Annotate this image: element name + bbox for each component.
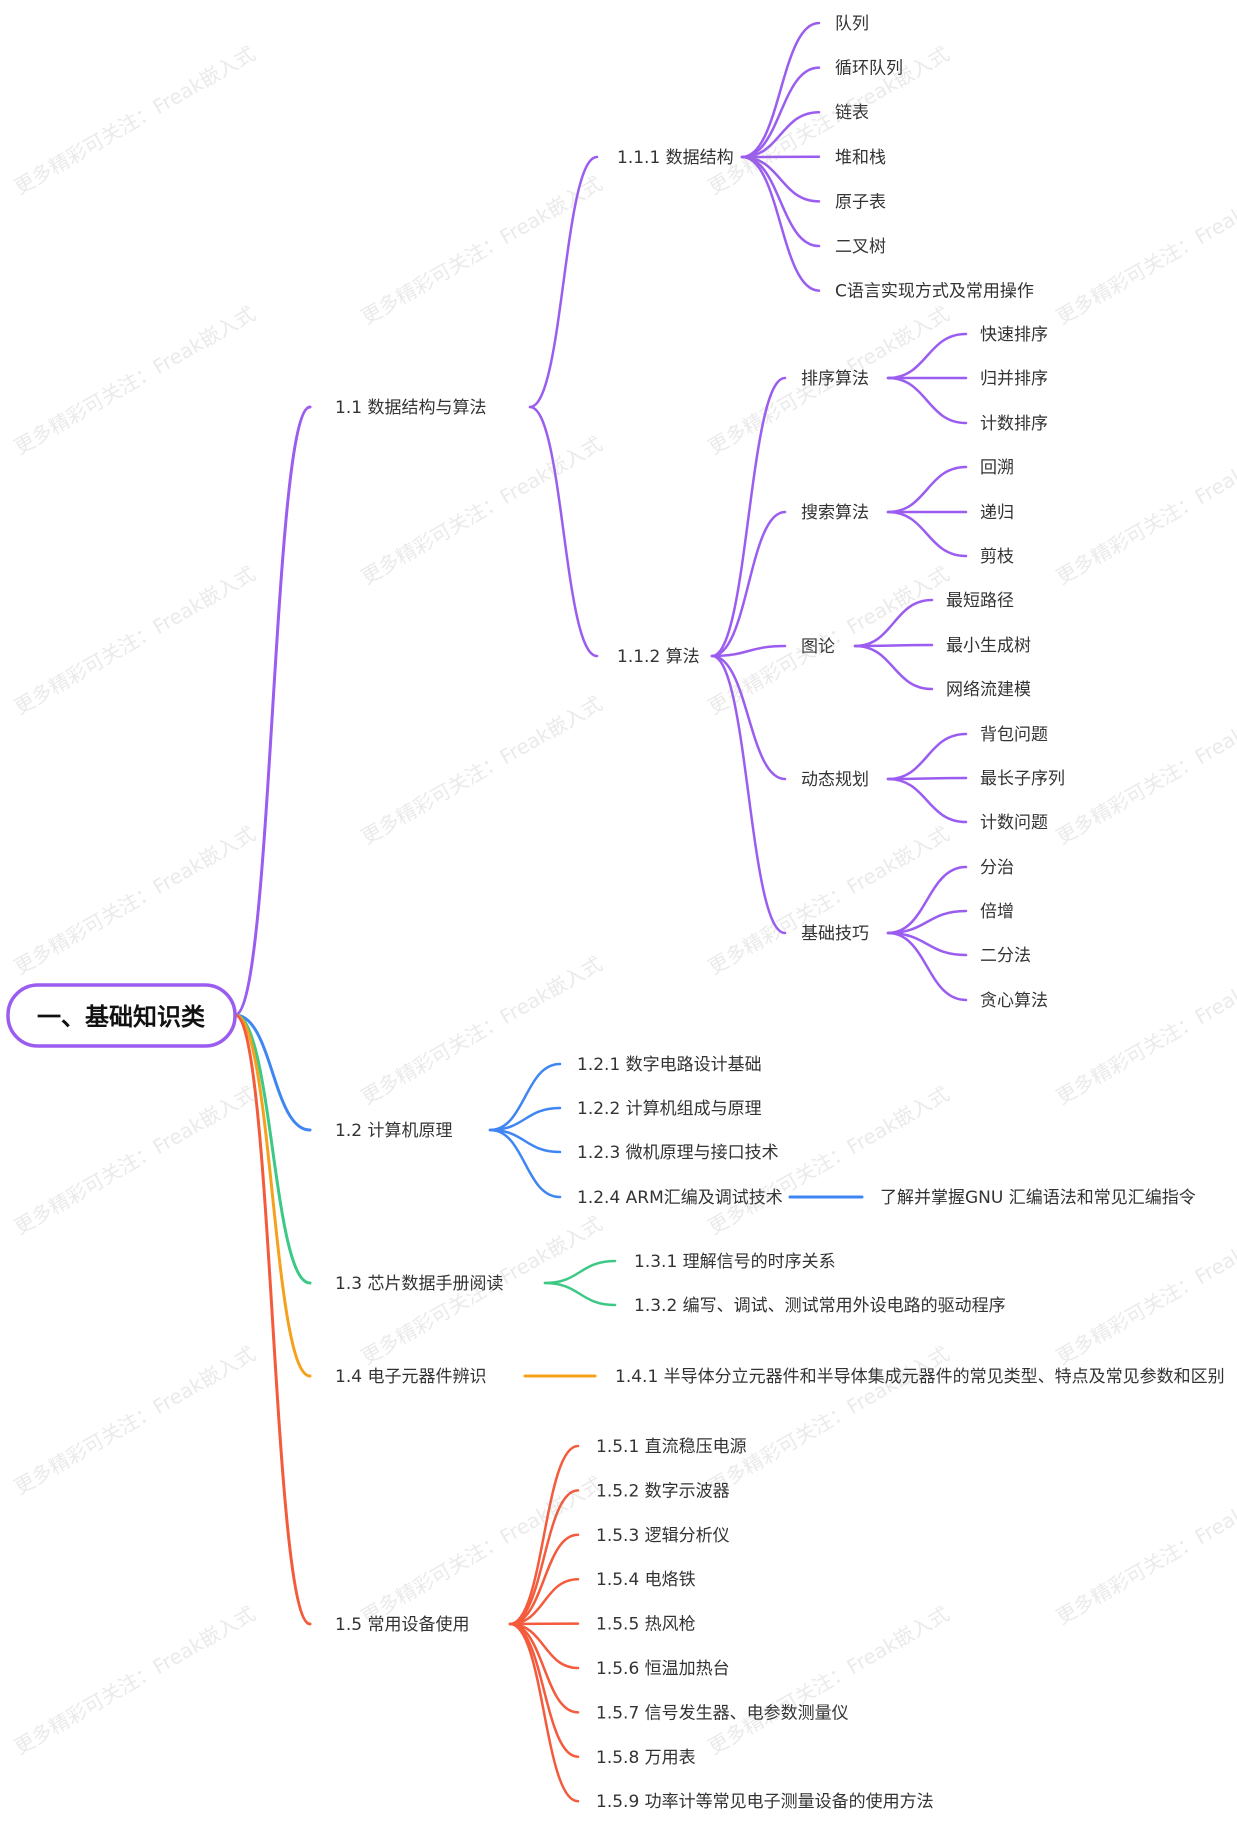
leaf-ds-2[interactable]: 循环队列 <box>835 59 903 79</box>
branch-node-5[interactable]: 1.5 常用设备使用 <box>335 1614 469 1635</box>
node-algorithm[interactable]: 1.1.2 算法 <box>617 647 700 667</box>
leaf-ds-3[interactable]: 链表 <box>835 103 869 123</box>
branch-node-4[interactable]: 1.4 电子元器件辨识 <box>335 1367 486 1387</box>
leaf-ds-6[interactable]: 二叉树 <box>835 237 886 257</box>
connector-ds-leaf <box>740 21 821 159</box>
connector-algo-leaf <box>886 865 968 935</box>
algo-leaf-3-1[interactable]: 最短路径 <box>946 591 1014 611</box>
algo-leaf-2-3[interactable]: 剪枝 <box>980 547 1014 567</box>
connector-equipment-8 <box>508 1622 580 1759</box>
leaf-ds-5[interactable]: 原子表 <box>835 192 886 212</box>
node-data-structure[interactable]: 1.1.1 数据结构 <box>617 148 734 168</box>
algo-leaf-4-3[interactable]: 计数问题 <box>980 813 1048 833</box>
root-node-label[interactable]: 一、基础知识类 <box>37 1003 206 1031</box>
connector-arch-1 <box>488 1062 562 1132</box>
algo-leaf-5-2[interactable]: 倍增 <box>980 902 1014 922</box>
connector-algo-leaf <box>886 776 968 781</box>
algo-leaf-1-3[interactable]: 计数排序 <box>980 414 1048 434</box>
connector-algo-leaf <box>853 598 934 648</box>
algo-leaf-2-1[interactable]: 回溯 <box>980 458 1014 478</box>
equipment-node-7[interactable]: 1.5.7 信号发生器、电参数测量仪 <box>596 1703 849 1723</box>
connector-algo-leaf <box>853 643 934 648</box>
algo-leaf-3-2[interactable]: 最小生成树 <box>946 636 1031 656</box>
datasheet-node-1[interactable]: 1.3.1 理解信号的时序关系 <box>634 1252 836 1272</box>
arch-node-3[interactable]: 1.2.3 微机原理与接口技术 <box>577 1143 779 1163</box>
equipment-node-8[interactable]: 1.5.8 万用表 <box>596 1748 696 1768</box>
connector-datasheet-1 <box>543 1259 617 1285</box>
algo-category-4[interactable]: 动态规划 <box>801 770 869 790</box>
equipment-node-4[interactable]: 1.5.4 电烙铁 <box>596 1570 696 1590</box>
connector-algo-leaf <box>886 732 968 781</box>
algo-leaf-3-3[interactable]: 网络流建模 <box>946 680 1031 700</box>
equipment-node-3[interactable]: 1.5.3 逻辑分析仪 <box>596 1526 730 1546</box>
arch-node-2[interactable]: 1.2.2 计算机组成与原理 <box>577 1099 762 1119</box>
branch-connector-4 <box>233 1013 312 1378</box>
connector-ds-leaf <box>740 66 821 159</box>
component-node-1[interactable]: 1.4.1 半导体分立元器件和半导体集成元器件的常见类型、特点及常见参数和区别 <box>615 1367 1225 1387</box>
connector-ds-leaf <box>740 155 821 292</box>
algo-category-2[interactable]: 搜索算法 <box>801 503 869 523</box>
connector-algo-category <box>710 644 787 658</box>
equipment-node-2[interactable]: 1.5.2 数字示波器 <box>596 1481 730 1501</box>
algo-leaf-4-2[interactable]: 最长子序列 <box>980 769 1065 789</box>
arch-node-1[interactable]: 1.2.1 数字电路设计基础 <box>577 1055 762 1075</box>
connector-equipment-4 <box>508 1577 580 1626</box>
connector-equipment-1 <box>508 1444 580 1626</box>
connector-equipment-9 <box>508 1622 580 1803</box>
connector-algo-category <box>710 376 787 658</box>
root-node-frame[interactable] <box>6 983 237 1048</box>
node-layer: 一、基础知识类 1.1 数据结构与算法 1.1.1 数据结构 1.1.2 算法 队列循… <box>6 14 1225 1812</box>
connector-layer <box>233 21 968 1803</box>
connector-algo-leaf <box>853 644 934 691</box>
branch-connector-1 <box>233 405 312 1017</box>
algo-category-5[interactable]: 基础技巧 <box>801 924 869 944</box>
connector-algo-leaf <box>886 777 968 824</box>
algo-leaf-1-2[interactable]: 归并排序 <box>980 369 1048 389</box>
branch-node-2[interactable]: 1.2 计算机原理 <box>335 1121 452 1141</box>
branch-node-3[interactable]: 1.3 芯片数据手册阅读 <box>335 1274 503 1294</box>
connector-arch-4 <box>488 1128 562 1199</box>
connector-algo-leaf <box>886 376 968 425</box>
algo-leaf-5-1[interactable]: 分治 <box>980 858 1014 878</box>
connector-datasheet-2 <box>543 1281 617 1307</box>
equipment-node-9[interactable]: 1.5.9 功率计等常见电子测量设备的使用方法 <box>596 1791 934 1812</box>
connector-algo-category <box>710 510 787 658</box>
connector-ds-leaf <box>740 110 821 159</box>
leaf-ds-7[interactable]: C语言实现方式及常用操作 <box>835 282 1034 302</box>
algo-leaf-5-4[interactable]: 贪心算法 <box>980 991 1048 1011</box>
algo-category-3[interactable]: 图论 <box>801 637 835 657</box>
branch-node-1[interactable]: 1.1 数据结构与算法 <box>335 398 486 418</box>
datasheet-node-2[interactable]: 1.3.2 编写、调试、测试常用外设电路的驱动程序 <box>634 1296 1006 1316</box>
branch-connector-2 <box>233 1013 312 1132</box>
connector-equipment-3 <box>508 1533 580 1626</box>
connector-algo-leaf <box>886 510 968 558</box>
algo-leaf-2-2[interactable]: 递归 <box>980 503 1014 523</box>
arch-node-4[interactable]: 1.2.4 ARM汇编及调试技术 <box>577 1188 783 1208</box>
branch-connector-3 <box>233 1013 312 1285</box>
connector-algo-category <box>710 654 787 781</box>
connector-ds-leaf <box>740 155 821 248</box>
equipment-node-5[interactable]: 1.5.5 热风枪 <box>596 1615 696 1635</box>
equipment-node-6[interactable]: 1.5.6 恒温加热台 <box>596 1659 730 1679</box>
connector-algo-leaf <box>886 931 968 1002</box>
algo-leaf-5-3[interactable]: 二分法 <box>980 946 1031 966</box>
leaf-ds-1[interactable]: 队列 <box>835 14 869 34</box>
connector-equipment-2 <box>508 1489 580 1626</box>
equipment-node-1[interactable]: 1.5.1 直流稳压电源 <box>596 1437 747 1457</box>
connector-algorithm <box>528 405 599 658</box>
algo-leaf-1-1[interactable]: 快速排序 <box>980 325 1048 345</box>
branch-connector-5 <box>233 1013 312 1626</box>
algo-category-1[interactable]: 排序算法 <box>801 369 869 389</box>
connector-equipment-7 <box>508 1622 580 1714</box>
connector-algo-leaf <box>886 332 968 380</box>
connector-data-structure <box>528 155 599 409</box>
algo-leaf-4-1[interactable]: 背包问题 <box>980 725 1048 745</box>
arm-detail-node[interactable]: 了解并掌握GNU 汇编语法和常见汇编指令 <box>880 1188 1196 1208</box>
connector-algo-category <box>710 654 787 935</box>
connector-algo-leaf <box>886 465 968 514</box>
leaf-ds-4[interactable]: 堆和栈 <box>835 148 886 168</box>
connector-ds-leaf <box>740 155 821 203</box>
